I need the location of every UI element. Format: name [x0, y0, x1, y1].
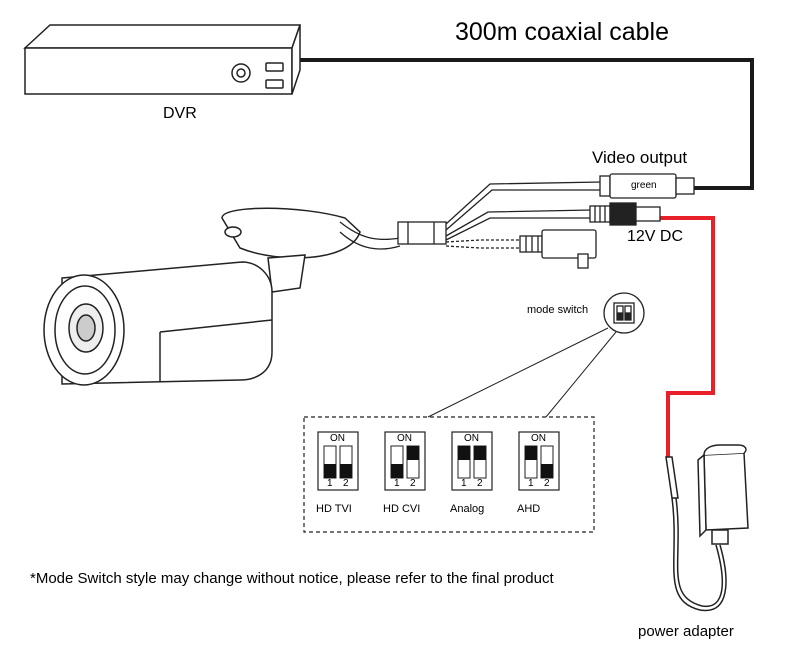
mode-name-label: HD TVI	[316, 503, 352, 515]
switch-on-label: ON	[464, 433, 479, 444]
mode-switch-label: mode switch	[527, 304, 589, 316]
switch-number: 1	[327, 478, 333, 489]
switch-number: 2	[410, 478, 416, 489]
camera	[43, 207, 361, 386]
dip-knob	[407, 446, 419, 460]
dc-label: 12V DC	[627, 228, 684, 245]
switch-on-label: ON	[531, 433, 546, 444]
video-output-label: Video output	[592, 148, 688, 167]
mode-switch-magnifier	[603, 292, 645, 334]
power-adapter	[665, 444, 749, 612]
switch-on-label: ON	[330, 433, 345, 444]
dvr-label: DVR	[163, 105, 197, 122]
mode-switch-connector	[519, 229, 597, 269]
callout-line	[545, 331, 617, 418]
switch-number: 1	[528, 478, 534, 489]
disclaimer-note: *Mode Switch style may change without no…	[30, 570, 554, 587]
dip-knob	[525, 446, 537, 460]
pigtail-bundle	[339, 181, 603, 250]
callout-line	[427, 327, 609, 418]
dc-jack	[589, 202, 661, 226]
mode-panel	[303, 416, 595, 533]
green-label: green	[631, 180, 657, 191]
power-cable	[660, 216, 715, 457]
switch-number: 1	[461, 478, 467, 489]
switch-on-label: ON	[397, 433, 412, 444]
dip-switch	[451, 431, 493, 491]
bnc-connector	[599, 173, 695, 199]
mode-name-label: AHD	[517, 503, 541, 515]
coaxial-cable	[290, 58, 754, 190]
switch-number: 1	[394, 478, 400, 489]
dip-knob	[324, 464, 336, 478]
switch-number: 2	[544, 478, 550, 489]
switch-number: 2	[477, 478, 483, 489]
dip-knob	[474, 446, 486, 460]
dip-knob	[541, 464, 553, 478]
mode-name-label: HD CVI	[383, 503, 421, 515]
dip-switch	[384, 431, 426, 491]
dip-switch	[317, 431, 359, 491]
dvr-device	[23, 24, 302, 95]
dip-switch	[518, 431, 560, 491]
dip-knob	[391, 464, 403, 478]
mode-name-label: Analog	[450, 503, 485, 515]
dip-knob	[340, 464, 352, 478]
switch-number: 2	[343, 478, 349, 489]
dip-knob	[458, 446, 470, 460]
cable-label: 300m coaxial cable	[455, 18, 670, 46]
dip-switch-group	[317, 431, 560, 491]
power-adapter-label: power adapter	[638, 623, 734, 640]
